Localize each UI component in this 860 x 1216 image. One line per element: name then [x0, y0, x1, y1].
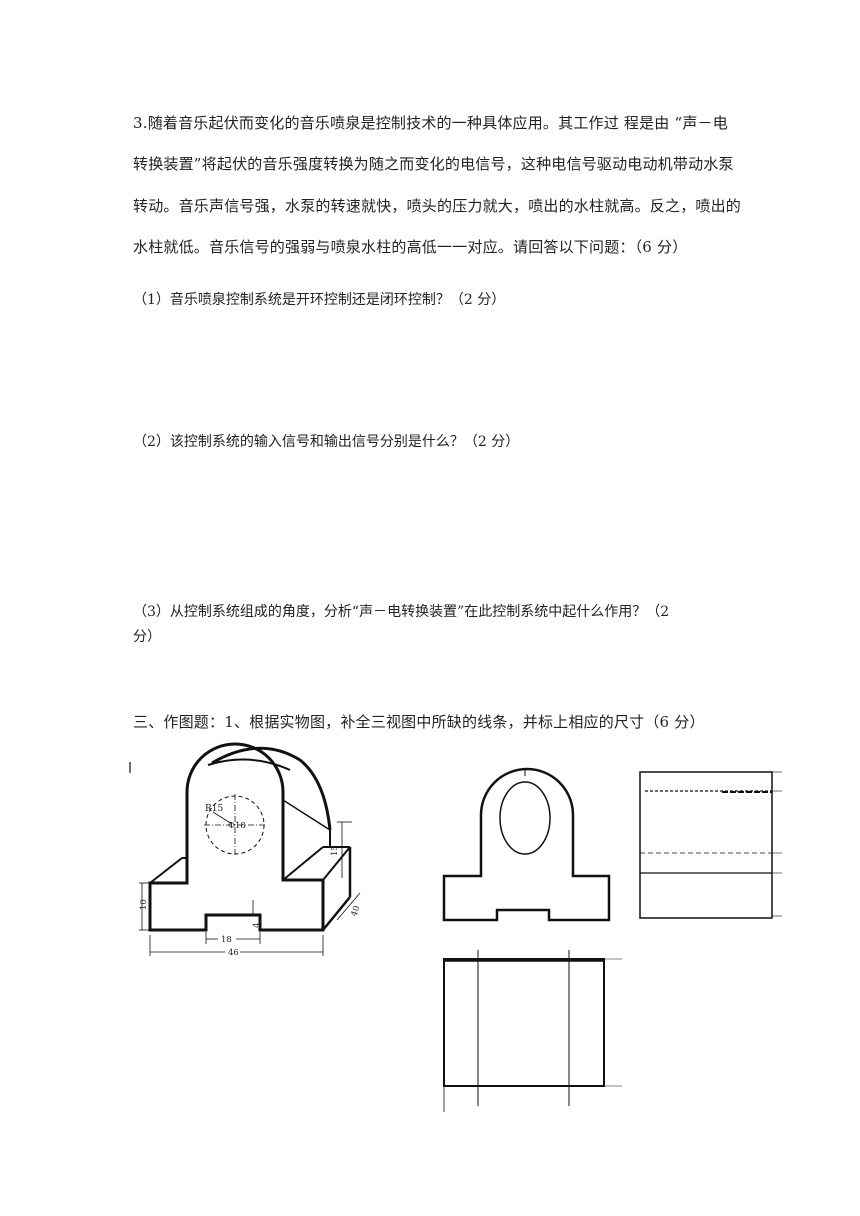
dim-4: 4 — [252, 923, 262, 928]
top-view-drawing — [443, 950, 622, 1112]
isometric-object-drawing — [129, 742, 361, 956]
question3-line-2: 转换装置”将起伏的音乐强度转换为随之而变化的电信号，这种电信号驱动电动机带动水泵 — [133, 155, 734, 173]
dim-r15: R15 — [205, 804, 224, 814]
dim-46: 46 — [228, 948, 239, 958]
dim-10: 10 — [139, 899, 149, 910]
sub-question-3-line-1: （3）从控制系统组成的角度，分析“声－电转换装置”在此控制系统中起什么作用？（2 — [133, 604, 670, 620]
dim-phi18: Φ18 — [228, 821, 246, 831]
side-view-drawing — [639, 771, 782, 919]
dim-18: 18 — [221, 935, 232, 945]
section-3-heading: 三、作图题：1、根据实物图，补全三视图中所缺的线条，并标上相应的尺寸（6 分） — [133, 713, 705, 731]
dim-15: 15 — [330, 845, 340, 856]
question3-line-1: 3.随着音乐起伏而变化的音乐喷泉是控制技术的一种具体应用。其工作过 程是由 “声… — [133, 114, 728, 132]
question3-line-3: 转动。音乐声信号强，水泵的转速就快，喷头的压力就大，喷出的水柱就高。反之，喷出的 — [133, 197, 742, 215]
sub-question-3-line-2: 分） — [133, 629, 161, 645]
question3-line-4: 水柱就低。音乐信号的强弱与喷泉水柱的高低一一对应。请回答以下问题：（6 分） — [133, 238, 688, 256]
sub-question-1: （1）音乐喷泉控制系统是开环控制还是闭环控制？（2 分） — [133, 292, 506, 308]
sub-question-2: （2）该控制系统的输入信号和输出信号分别是什么？（2 分） — [133, 434, 520, 450]
dim-40: 40 — [349, 904, 362, 918]
front-view-drawing — [442, 767, 611, 922]
